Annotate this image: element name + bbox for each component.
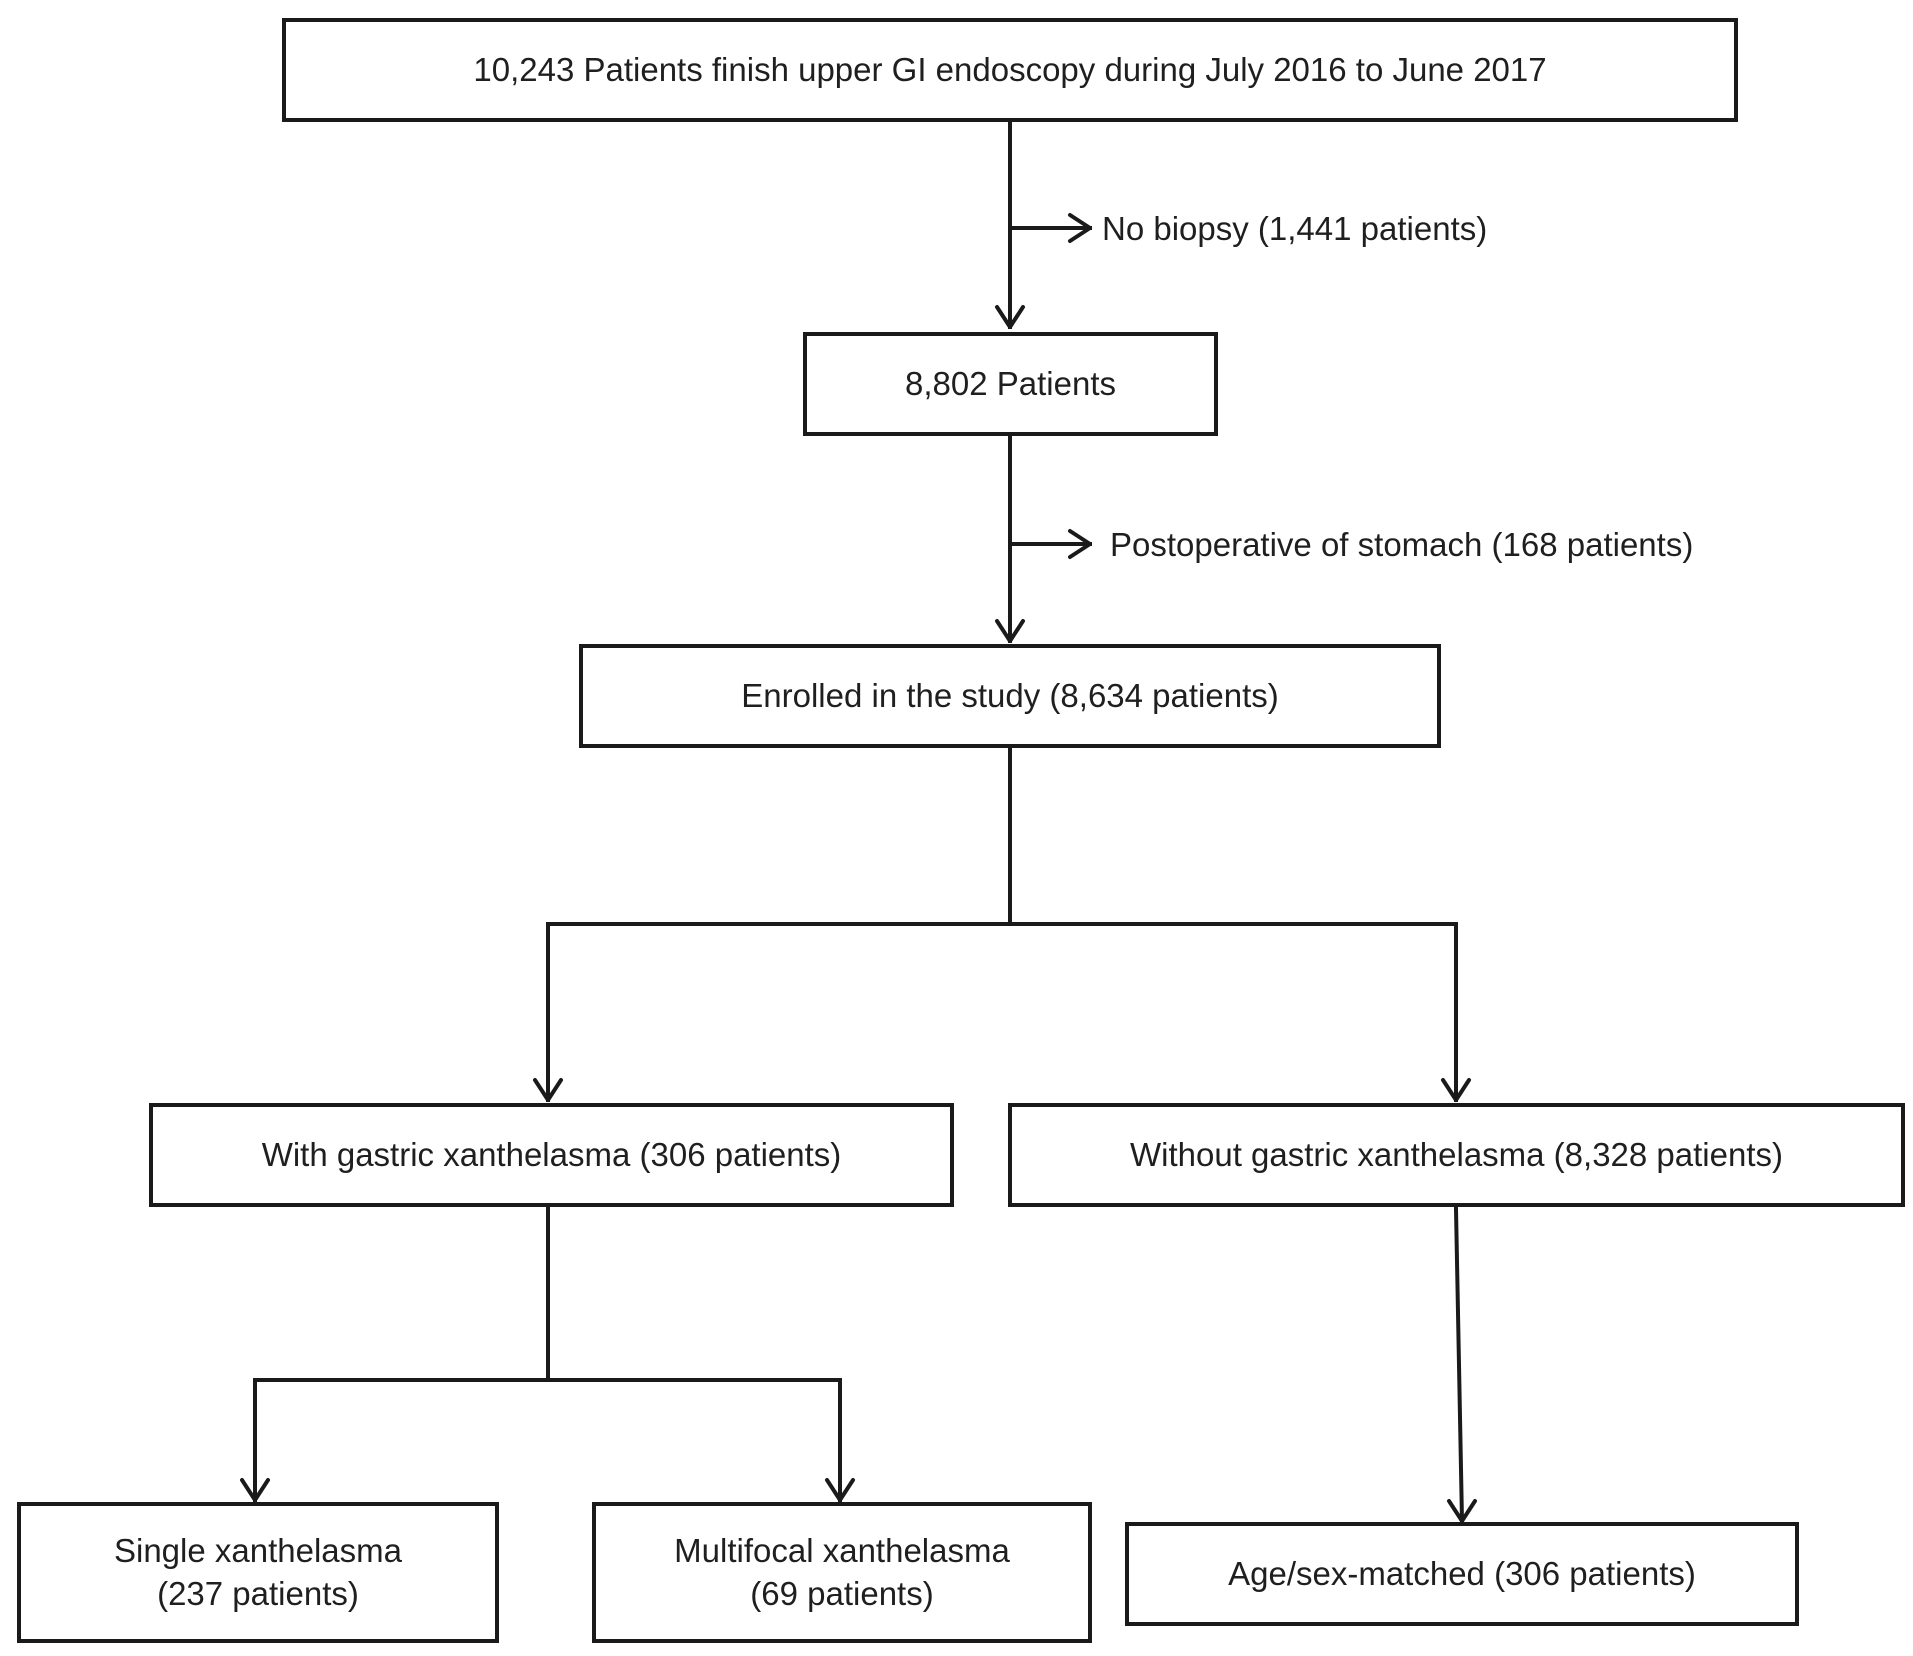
box-multifocal-line1: Multifocal xanthelasma (674, 1531, 1010, 1569)
arrow-head-6 (1441, 1078, 1471, 1102)
box-enrolled-text: Enrolled in the study (8,634 patients) (741, 676, 1279, 714)
box-single-line1: Single xanthelasma (113, 1531, 402, 1569)
arrow-head-4 (1068, 529, 1092, 559)
exclusion-no-biopsy-label: No biopsy (1,441 patients) (1102, 210, 1488, 247)
box-with-gastric-xanthelasma: With gastric xanthelasma (306 patients) (149, 1103, 954, 1207)
arrow-head-9 (1447, 1499, 1477, 1523)
arrow-head-7 (240, 1478, 270, 1502)
box-without-gx-text: Without gastric xanthelasma (8,328 patie… (1130, 1135, 1783, 1173)
box-multifocal-line2: (69 patients) (750, 1574, 934, 1612)
box-screened-text: 10,243 Patients finish upper GI endoscop… (473, 50, 1547, 88)
box-multifocal-xanthelasma: Multifocal xanthelasma (69 patients) (592, 1502, 1092, 1643)
box-matched-text: Age/sex-matched (306 patients) (1228, 1554, 1696, 1592)
box-age-sex-matched: Age/sex-matched (306 patients) (1125, 1522, 1799, 1626)
box-after-biopsy: 8,802 Patients (803, 332, 1218, 436)
exclusion-postoperative-label: Postoperative of stomach (168 patients) (1110, 526, 1694, 563)
arrow-head-8 (825, 1478, 855, 1502)
box-without-gastric-xanthelasma: Without gastric xanthelasma (8,328 patie… (1008, 1103, 1905, 1207)
box-single-line2: (237 patients) (157, 1574, 359, 1612)
arrow-head-1 (995, 305, 1025, 329)
box-after-biopsy-text: 8,802 Patients (905, 364, 1116, 402)
box-single-xanthelasma: Single xanthelasma (237 patients) (17, 1502, 499, 1643)
box-with-gx-text: With gastric xanthelasma (306 patients) (261, 1135, 842, 1173)
box-enrolled: Enrolled in the study (8,634 patients) (579, 644, 1441, 748)
box-screened: 10,243 Patients finish upper GI endoscop… (282, 18, 1738, 122)
arrow-head-3 (995, 619, 1025, 643)
arrow-without-gx-to-matched (1453, 1206, 1465, 1524)
arrow-head-2 (1068, 213, 1092, 243)
arrow-head-5 (533, 1078, 563, 1102)
